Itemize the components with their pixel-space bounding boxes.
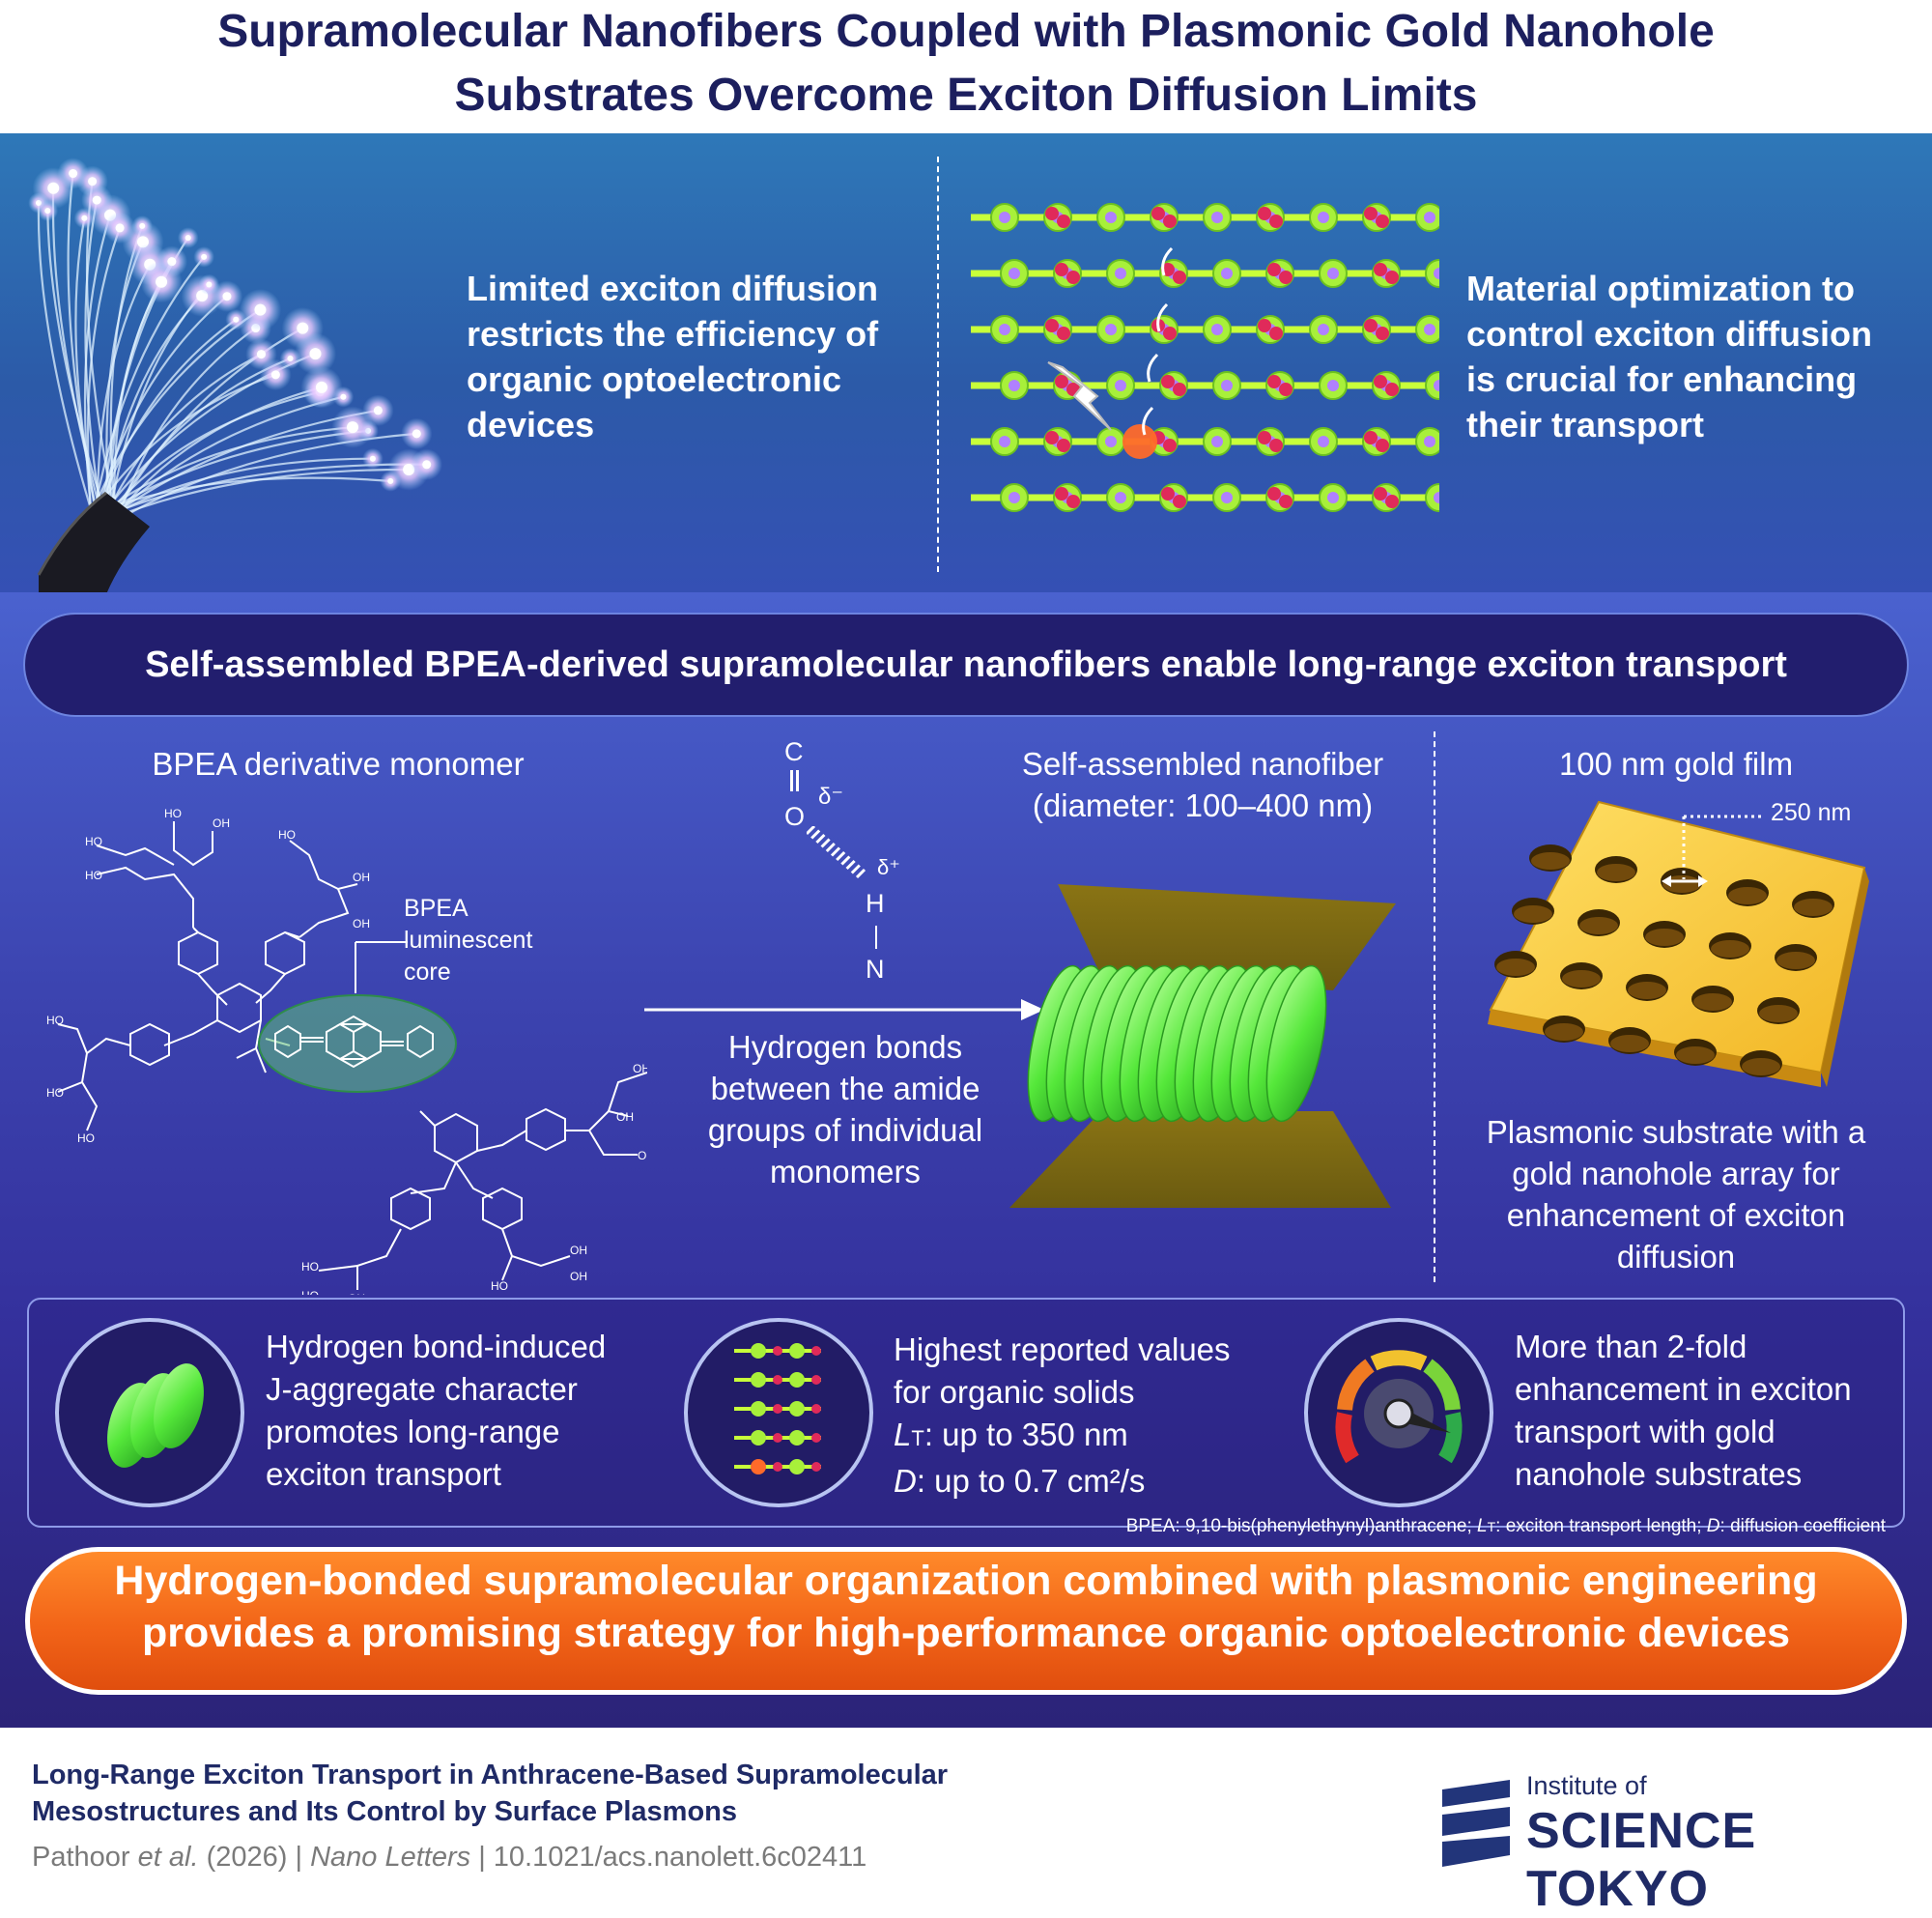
feature-j-aggregate-text: Hydrogen bond-induced J-aggregate charac… (266, 1329, 607, 1492)
svg-text:HO: HO (46, 1014, 64, 1027)
nanofiber-illustration (1009, 884, 1396, 1208)
svg-text:HO: HO (491, 1279, 508, 1293)
citation: Pathoor et al. (2026) | Nano Letters | 1… (32, 1842, 867, 1873)
svg-text:HO: HO (85, 835, 102, 848)
institute-logo-icon (1442, 1780, 1510, 1867)
double-bond (790, 770, 799, 791)
features-box (27, 1298, 1905, 1528)
svg-text:OH: OH (353, 917, 370, 930)
svg-text:HO: HO (77, 1131, 95, 1145)
delta-minus-label: δ⁻ (818, 784, 844, 810)
svg-text:HO: HO (301, 1289, 319, 1295)
institute-name: SCIENCE TOKYO (1526, 1803, 1757, 1917)
bpea-monomer-structure: HO OH HO HO HO OH OH HO HO HO OH OH OH HO HO OH O… (46, 807, 647, 1295)
gold-divider (1434, 731, 1435, 1282)
page-title: Supramolecular Nanofibers Coupled with P… (217, 6, 1715, 121)
svg-text:OH: OH (570, 1270, 587, 1283)
gauge-icon (1335, 1350, 1463, 1464)
conclusion-text: Hydrogen-bonded supramolecular organizat… (114, 1558, 1818, 1656)
svg-text:OH: OH (616, 1110, 634, 1124)
records-line-2: for organic solids (894, 1374, 1135, 1410)
molecular-lattice-illustration (971, 203, 1439, 512)
assembly-arrow (644, 999, 1044, 1020)
feature-enhancement-text: More than 2-fold enhancement in exciton … (1515, 1329, 1852, 1492)
gold-film-label: 100 nm gold film (1558, 746, 1794, 782)
abbreviations-footnote: BPEA: 9,10-bis(phenylethynyl)anthracene;… (1125, 1516, 1886, 1536)
svg-text:HO: HO (85, 869, 102, 882)
svg-text:HO: HO (278, 828, 296, 842)
records-line-1: Highest reported values (894, 1331, 1231, 1367)
hydrogen-bond-caption: Hydrogen bonds between the amide groups … (707, 1029, 983, 1189)
svg-text:OH: OH (353, 871, 370, 884)
atom-c-label: C (784, 737, 804, 766)
gold-nanohole-illustration (1488, 800, 1869, 1087)
limited-diffusion-text: Limited exciton diffusion restricts the … (467, 269, 879, 444)
gold-caption: Plasmonic substrate with a gold nanohole… (1486, 1114, 1866, 1274)
top-divider (937, 157, 939, 572)
delta-plus-label: δ⁺ (877, 855, 900, 879)
fiber-optic-cable-illustration (28, 157, 442, 594)
feature-records-text: Highest reported values for organic soli… (894, 1329, 1231, 1503)
svg-text:HO: HO (46, 1086, 64, 1100)
nanofiber-label: Self-assembled nanofiber (diameter: 100–… (1021, 746, 1384, 823)
atom-h-label: H (866, 889, 885, 918)
headline-text: Self-assembled BPEA-derived supramolecul… (145, 644, 1787, 685)
svg-text:OH: OH (570, 1244, 587, 1257)
svg-text:HO: HO (164, 807, 182, 820)
atom-n-label: N (866, 955, 885, 984)
lightning-bolt-icon (1047, 361, 1112, 431)
svg-text:OH: OH (348, 1292, 365, 1295)
records-lt-line: LT: up to 350 nm (894, 1417, 1128, 1452)
material-optimization-text: Material optimization to control exciton… (1466, 269, 1872, 444)
headline-pill (23, 613, 1909, 717)
hole-spacing-label: 250 nm (1771, 799, 1852, 826)
atom-o-label: O (784, 802, 806, 831)
conclusion-pill (25, 1547, 1907, 1695)
single-bond (875, 926, 877, 949)
svg-text:OH: OH (213, 816, 230, 830)
svg-text:HO: HO (301, 1260, 319, 1274)
records-d-line: D: up to 0.7 cm²/s (894, 1463, 1146, 1499)
main-panel (0, 592, 1932, 1728)
lattice-column-icon (734, 1343, 821, 1474)
paper-title: Long-Range Exciton Transport in Anthrace… (32, 1760, 949, 1827)
core-label: BPEA luminescent core (404, 895, 533, 986)
svg-text:OH: OH (638, 1149, 647, 1162)
hydrogen-bond-dashes (807, 826, 867, 879)
title-band (0, 0, 1932, 133)
j-aggregate-icon (107, 1363, 204, 1468)
svg-text:OH: OH (633, 1062, 647, 1075)
footer (0, 1728, 1932, 1910)
monomer-label: BPEA derivative monomer (152, 746, 525, 782)
institute-small-text: Institute of (1526, 1771, 1647, 1800)
